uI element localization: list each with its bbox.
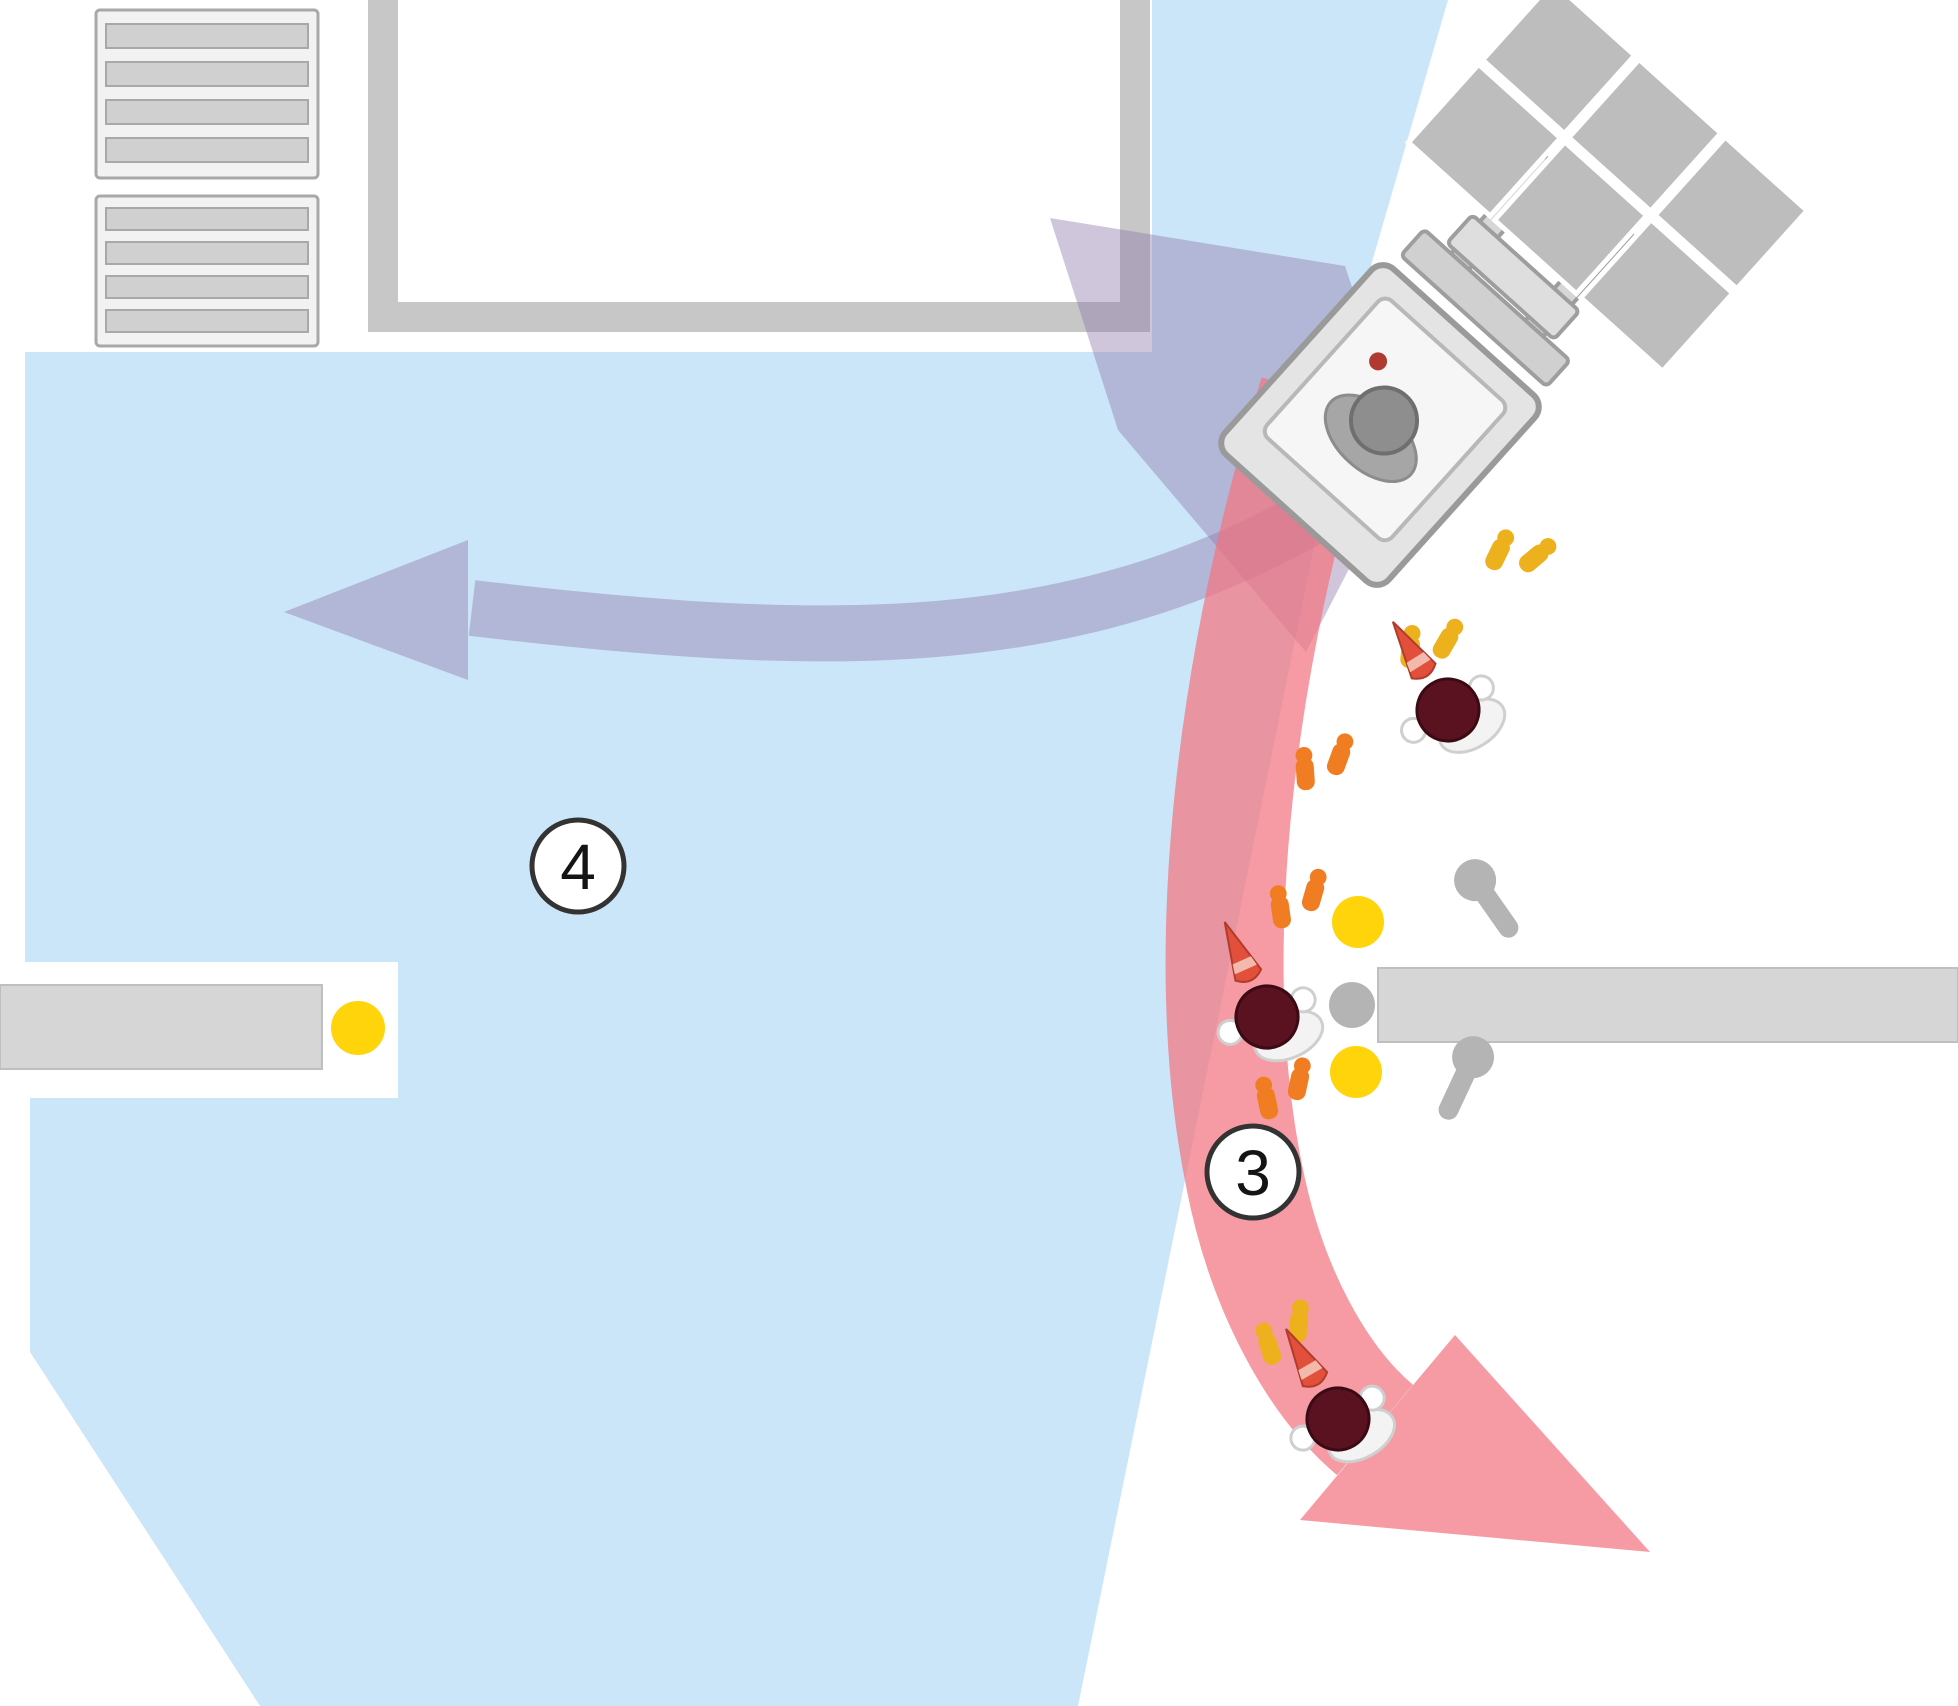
pallet-icon — [94, 194, 320, 348]
driver-head — [1349, 385, 1420, 456]
pedestrian-path-arrow — [1165, 377, 1650, 1552]
pallet-icon — [94, 8, 320, 180]
conveyor-right — [1329, 859, 1958, 1120]
machine-roller — [1329, 982, 1375, 1028]
marker-dot — [331, 1001, 385, 1055]
building-structure — [368, 0, 1150, 332]
arrow-head — [284, 540, 468, 680]
zone-label-number: 3 — [1235, 1137, 1271, 1209]
steering-wheel — [1369, 352, 1388, 371]
zone-label-circle — [1204, 1123, 1302, 1221]
conveyor-left — [0, 984, 323, 1070]
zone-label-3: 3 — [1204, 1123, 1302, 1221]
forklift-traffic-zone — [25, 0, 1448, 1706]
zone-label-circle — [529, 817, 627, 915]
footprints-icon — [1475, 508, 1563, 597]
conveyor-belt — [1377, 967, 1958, 1043]
marker-dot — [1330, 1046, 1382, 1098]
machine-handle — [1454, 859, 1519, 938]
machine-handle — [1438, 1036, 1495, 1120]
zone-label-number: 4 — [560, 831, 596, 903]
zone-label-4: 4 — [529, 817, 627, 915]
forklift-icon — [1218, 0, 1811, 588]
forklift-load — [1404, 0, 1811, 375]
marker-dot — [1332, 896, 1384, 948]
arrow-shaft — [1165, 377, 1415, 1476]
worker-icon — [1347, 592, 1520, 780]
arrow-head — [1300, 1335, 1650, 1552]
forklift-driver — [1323, 352, 1420, 483]
